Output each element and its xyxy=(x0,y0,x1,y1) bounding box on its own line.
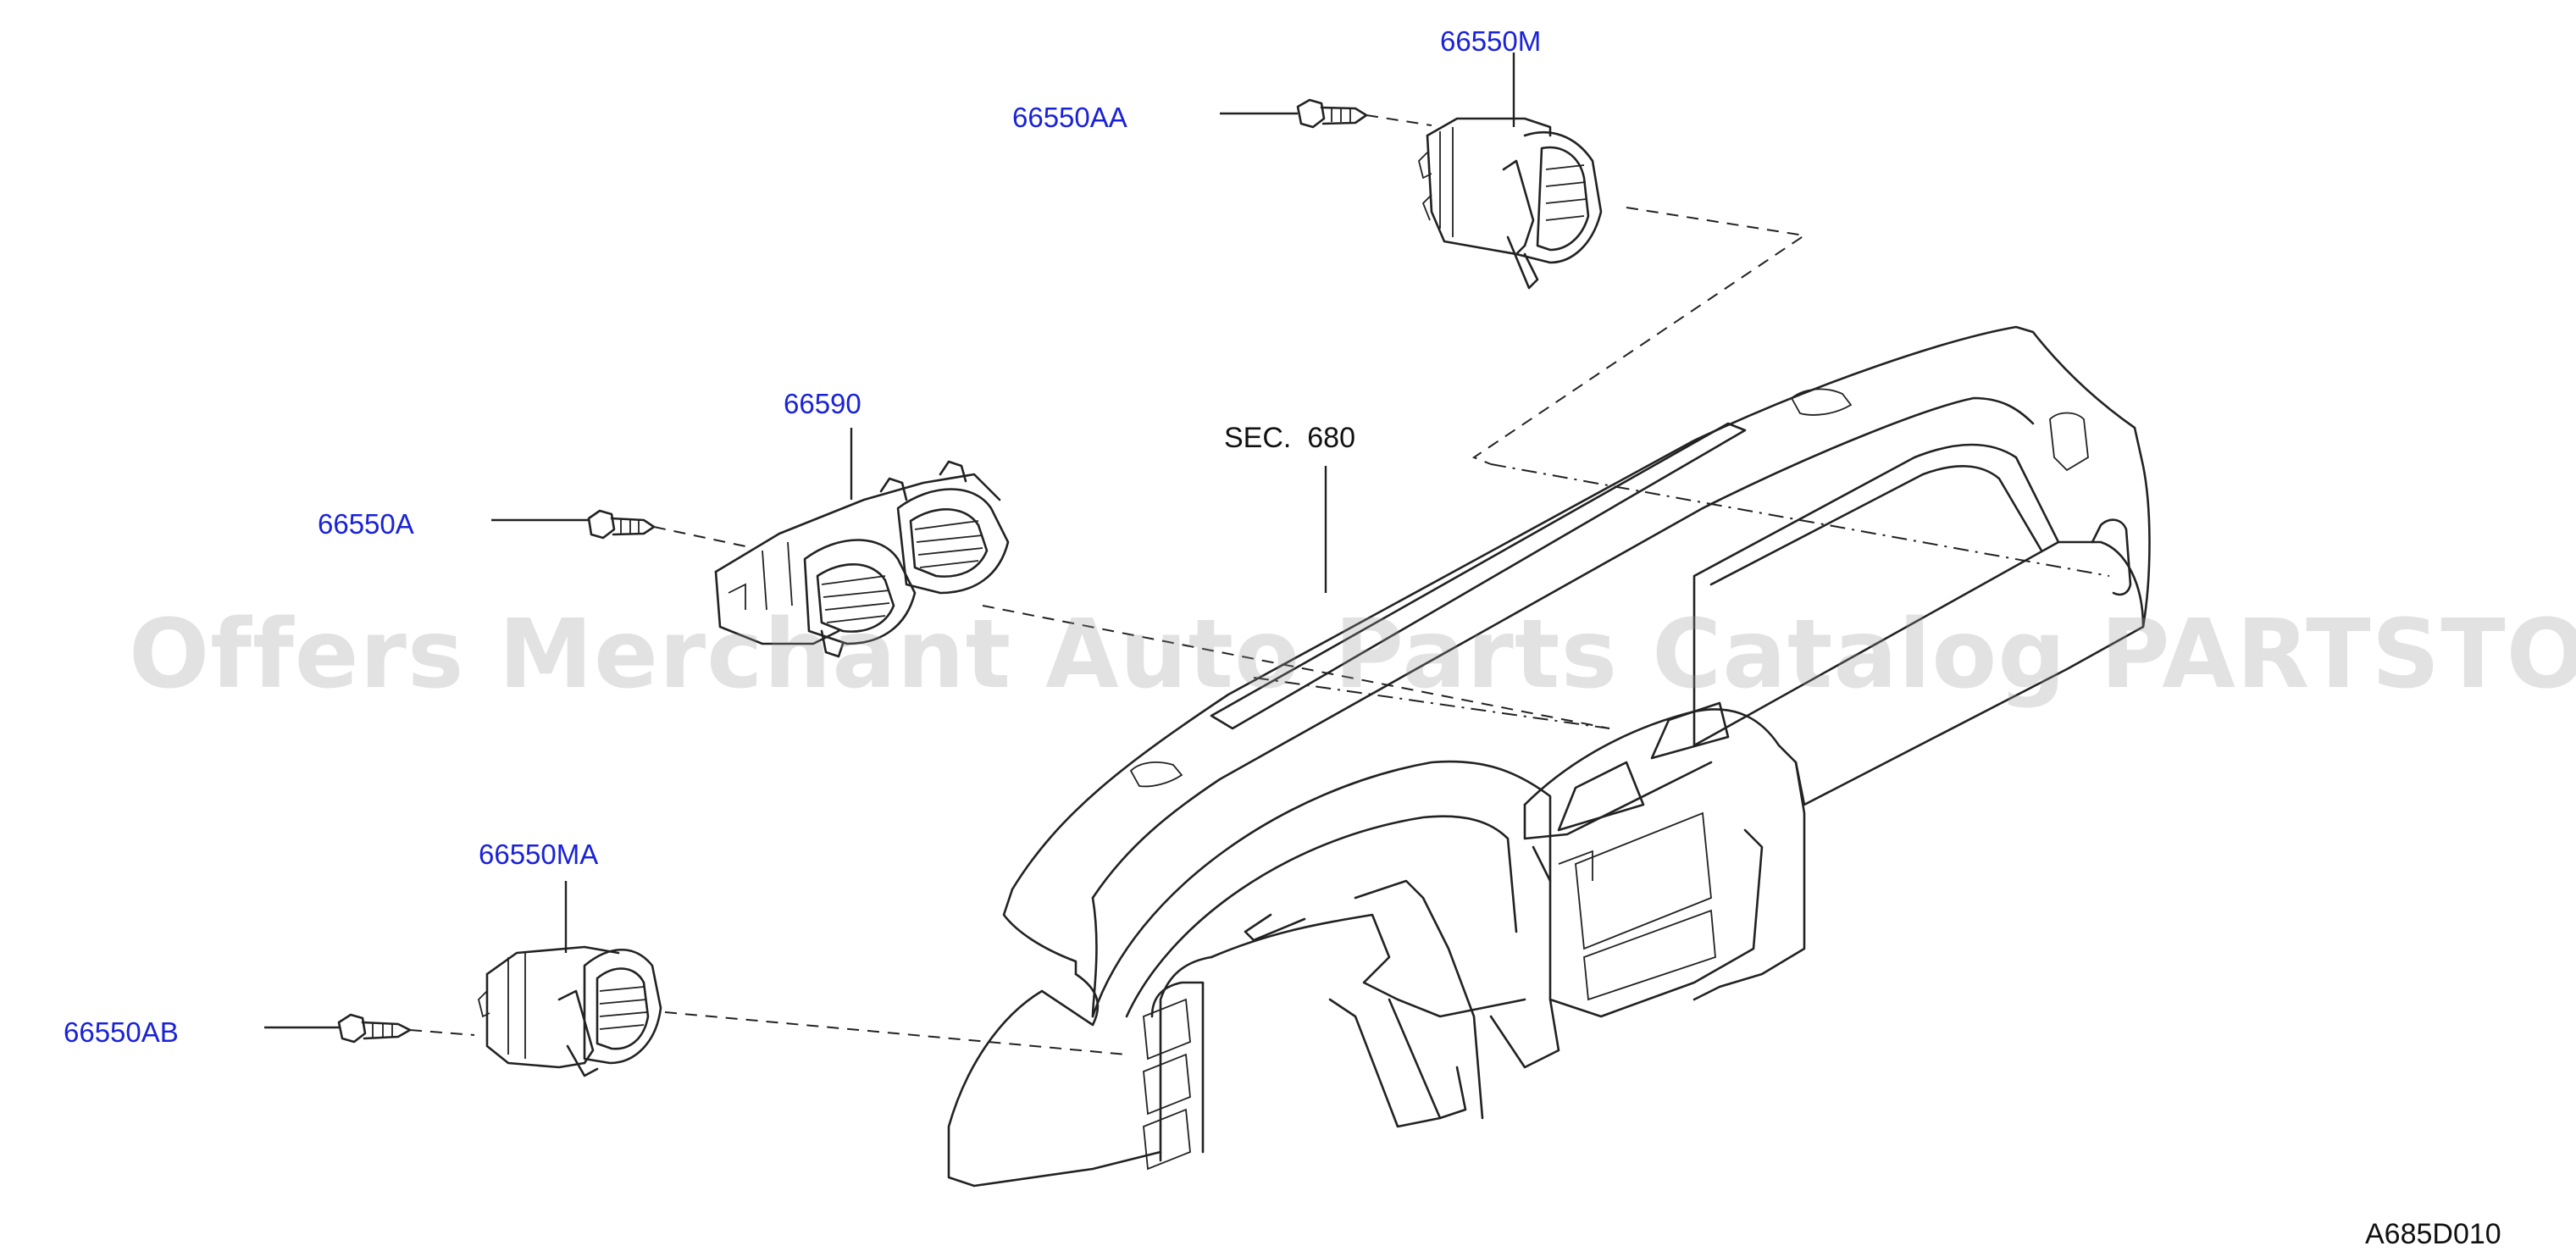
instrument-panel-drawing xyxy=(947,325,2151,1188)
callout-66590[interactable]: 66590 xyxy=(784,388,861,419)
callout-66550ab[interactable]: 66550AB xyxy=(64,1016,179,1048)
assembly-lines xyxy=(409,114,2110,1055)
screw-66550a-drawing xyxy=(587,509,656,540)
callout-66550ma[interactable]: 66550MA xyxy=(479,839,599,870)
callout-66550aa[interactable]: 66550AA xyxy=(1012,102,1127,133)
callout-66550m[interactable]: 66550M xyxy=(1440,25,1542,57)
diagram-code: A685D010 xyxy=(2365,1218,2501,1250)
vent-66590-drawing xyxy=(714,460,1010,658)
leader-lines xyxy=(264,53,1515,1029)
screw-66550ab-drawing xyxy=(337,1013,412,1044)
section-reference[interactable]: SEC. 680 xyxy=(1224,422,1355,454)
screw-66550aa-drawing xyxy=(1296,98,1368,129)
vent-66550m-drawing xyxy=(1418,117,1603,290)
callout-66550a[interactable]: 66550A xyxy=(318,508,414,540)
watermark-text: Offers Merchant Auto Parts Catalog PARTS… xyxy=(129,600,2576,710)
vent-66550ma-drawing xyxy=(478,945,662,1077)
